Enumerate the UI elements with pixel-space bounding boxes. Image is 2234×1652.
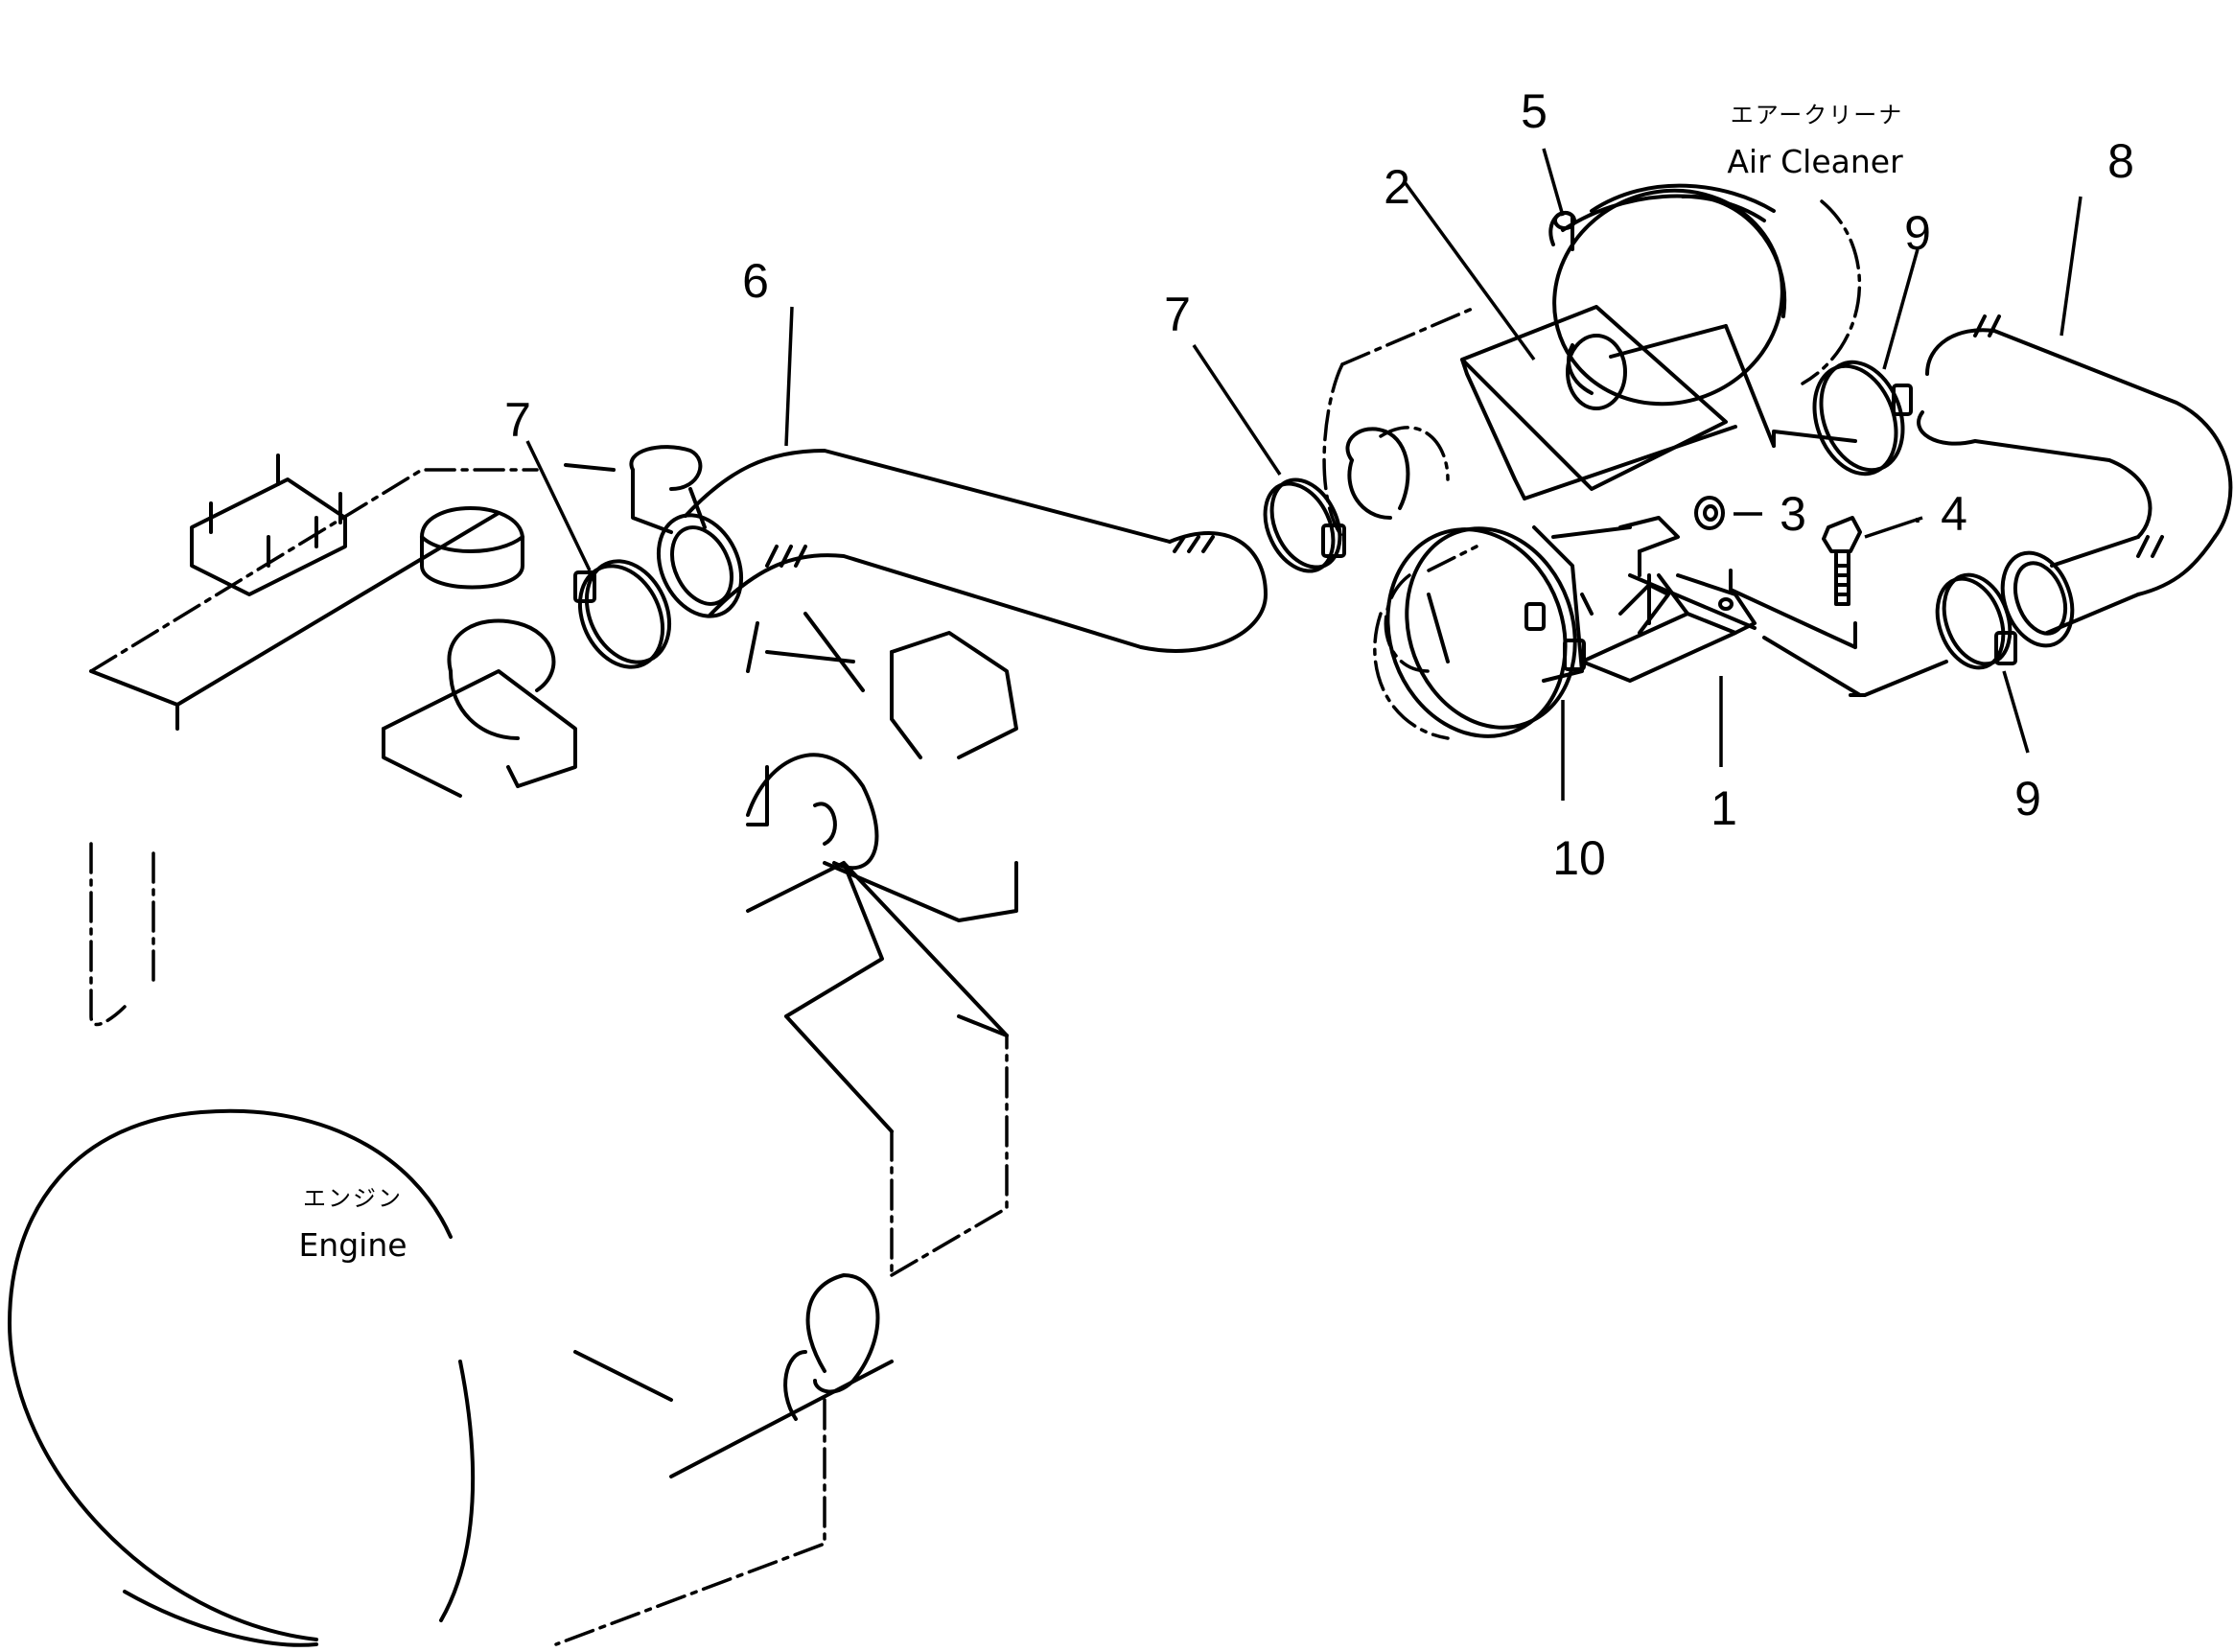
hose-clamp-7-right <box>1263 477 1346 573</box>
callout-numbers: 1 2 3 4 5 6 7 7 8 9 9 10 <box>504 84 2134 885</box>
air-cleaner-label-en: Air Cleaner <box>1727 143 1903 180</box>
callout-4: 4 <box>1941 487 1967 541</box>
callout-1: 1 <box>1710 781 1737 835</box>
callout-9-bottom: 9 <box>2014 772 2041 826</box>
hose-8 <box>1917 314 2233 648</box>
leader-lines <box>525 148 2083 801</box>
callout-7-right: 7 <box>1164 288 1191 341</box>
callout-10: 10 <box>1552 831 1606 885</box>
engine-drawing: エンジン Engine <box>8 445 1018 1647</box>
callout-8: 8 <box>2107 134 2134 188</box>
air-cleaner-label-jp: エアークリーナ <box>1731 102 1904 128</box>
engine-label-en: Engine <box>298 1226 407 1264</box>
callout-6: 6 <box>742 254 769 308</box>
callout-5: 5 <box>1521 84 1548 138</box>
callout-3: 3 <box>1780 487 1806 541</box>
hose-clamp-7-left <box>573 559 672 669</box>
engine-label-jp: エンジン <box>303 1185 403 1212</box>
callout-7-left: 7 <box>504 393 531 447</box>
callout-9-top: 9 <box>1904 206 1931 260</box>
hose-6 <box>656 449 1268 653</box>
hose-clamp-9-bottom <box>1935 572 2017 670</box>
hose-clamp-9-top <box>1812 360 1913 477</box>
air-cleaner-drawing: エアークリーナ Air Cleaner <box>1322 102 1948 740</box>
callout-2: 2 <box>1384 160 1410 214</box>
